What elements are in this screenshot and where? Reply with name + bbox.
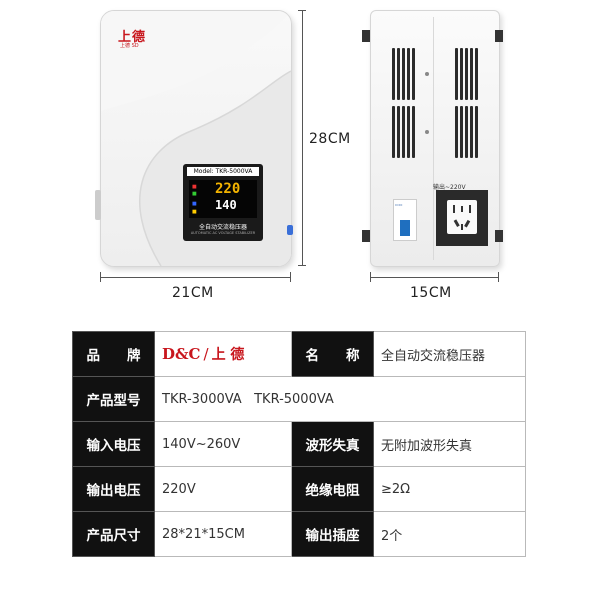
brand-mark-sd: 上 德 [211, 347, 245, 363]
input-indicator: ■ [192, 184, 197, 190]
display-input-voltage: 220 [215, 181, 241, 197]
dim-tick-right [290, 272, 291, 282]
width-dimension-label: 21CM [172, 285, 214, 301]
voltage-display-panel: Model: TKR-5000VA ■ ■ ■ ■ 220 140 全自动交流稳… [183, 164, 263, 241]
brand-logo-cell: D&C / 上 德 [154, 331, 292, 377]
dim-line-width [100, 277, 290, 278]
spec-row-size: 产品尺寸 28*21*15CM 输出插座 2个 [72, 511, 526, 557]
display-output-voltage: 140 [215, 198, 237, 212]
spec-key: 输出电压 [72, 466, 155, 512]
spec-key: 产品型号 [72, 376, 155, 422]
dim-line-depth [370, 277, 499, 278]
vent-slot [407, 48, 410, 100]
vent-slot [402, 48, 405, 100]
spec-value: TKR-3000VA TKR-5000VA [154, 376, 526, 422]
vent-slot [465, 48, 468, 100]
vent-slot [470, 48, 473, 100]
spec-key: 绝缘电阻 [291, 466, 374, 512]
input-indicator-2: ■ [192, 191, 197, 197]
spec-key: 输入电压 [72, 421, 155, 467]
vent-slot [397, 106, 400, 158]
spec-value: 全自动交流稳压器 [373, 331, 526, 377]
dim-line-height [302, 10, 303, 266]
spec-key: 名 称 [291, 331, 374, 377]
spec-value: 140V~260V [154, 421, 292, 467]
display-model-label: Model: TKR-5000VA [187, 167, 259, 176]
vent-slot [475, 106, 478, 158]
spec-key: 产品尺寸 [72, 511, 155, 557]
display-screen: ■ ■ ■ ■ 220 140 [189, 180, 257, 218]
breaker-toggle-icon [400, 220, 410, 236]
vent-slot [402, 106, 405, 158]
vent-slot [460, 106, 463, 158]
spec-value: 2个 [373, 511, 526, 557]
front-side-handle-left [95, 190, 101, 220]
vent-slot [397, 48, 400, 100]
spec-key: 输出插座 [291, 511, 374, 557]
logo-sub-text: 上德 SD [120, 43, 139, 49]
circuit-breaker: ▭▭ [393, 199, 417, 241]
vent-slot [455, 106, 458, 158]
spec-table: 品 牌 D&C / 上 德 名 称 全自动交流稳压器 产品型号 TKR-3000… [72, 331, 526, 557]
vent-slot [455, 48, 458, 100]
screw-icon [425, 130, 429, 134]
spec-key: 波形失真 [291, 421, 374, 467]
output-label: 输出~220V [433, 184, 466, 191]
brand-mark-dc: D&C [162, 345, 201, 363]
screw-icon [425, 72, 429, 76]
vent-slot [392, 106, 395, 158]
spec-key: 品 牌 [72, 331, 155, 377]
logo-main-text: 上德 [118, 30, 147, 45]
display-footer-text: 全自动交流稳压器 [198, 224, 247, 231]
vent-slot [412, 106, 415, 158]
vent-slot [470, 106, 473, 158]
vent-slot [407, 106, 410, 158]
spec-value: 无附加波形失真 [373, 421, 526, 467]
front-side-connector [287, 225, 293, 235]
vent-slot [475, 48, 478, 100]
display-footer-subtext: AUTOMATIC AC VOLTAGE STABILIZER [190, 231, 256, 235]
vent-slot [460, 48, 463, 100]
breaker-label-icon: ▭▭ [395, 202, 403, 207]
spec-value: ≥2Ω [373, 466, 526, 512]
spec-row-model: 产品型号 TKR-3000VA TKR-5000VA [72, 376, 526, 422]
brand-logo: D&C / 上 德 [162, 344, 291, 364]
side-cap-top-right [495, 30, 503, 42]
side-panel-divider [433, 17, 434, 260]
depth-dimension-label: 15CM [410, 285, 452, 301]
spec-row-brand: 品 牌 D&C / 上 德 名 称 全自动交流稳压器 [72, 331, 526, 377]
spec-value: 220V [154, 466, 292, 512]
vent-slot [465, 106, 468, 158]
output-indicator: ■ [192, 201, 197, 207]
output-indicator-2: ■ [192, 209, 197, 215]
vent-slot [392, 48, 395, 100]
side-cap-bottom-left [362, 230, 370, 242]
spec-row-output: 输出电压 220V 绝缘电阻 ≥2Ω [72, 466, 526, 512]
side-cap-top-left [362, 30, 370, 42]
vent-slot [412, 48, 415, 100]
power-socket-icon [447, 200, 477, 234]
spec-row-input: 输入电压 140V~260V 波形失真 无附加波形失真 [72, 421, 526, 467]
height-dimension-label: 28CM [309, 131, 351, 147]
brand-separator: / [203, 345, 209, 363]
front-logo: 上德 上德 SD [118, 26, 158, 49]
side-cap-bottom-right [495, 230, 503, 242]
spec-value: 28*21*15CM [154, 511, 292, 557]
